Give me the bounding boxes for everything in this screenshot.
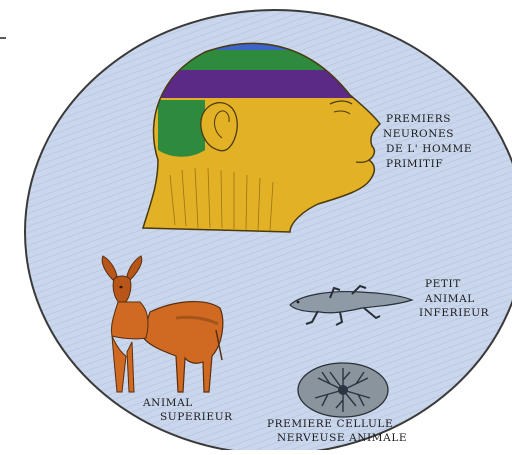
label-cell-2: NERVEUSE ANIMALE — [277, 432, 407, 445]
label-deer-1: ANIMAL — [143, 397, 193, 410]
label-head-4: PRIMITIF — [386, 158, 443, 171]
label-cell-1: PREMIERE CELLULE — [267, 418, 393, 431]
label-lizard-1: PETIT — [425, 278, 461, 291]
label-head-3: DE L' HOMME — [386, 143, 472, 156]
label-lizard-2: ANIMAL — [425, 293, 475, 306]
label-deer-2: SUPERIEUR — [160, 411, 233, 424]
label-lizard-3: INFERIEUR — [419, 307, 489, 320]
label-head-2: NEURONES — [383, 128, 454, 141]
nerve-cell — [298, 363, 388, 417]
label-head-1: PREMIERS — [386, 113, 451, 126]
